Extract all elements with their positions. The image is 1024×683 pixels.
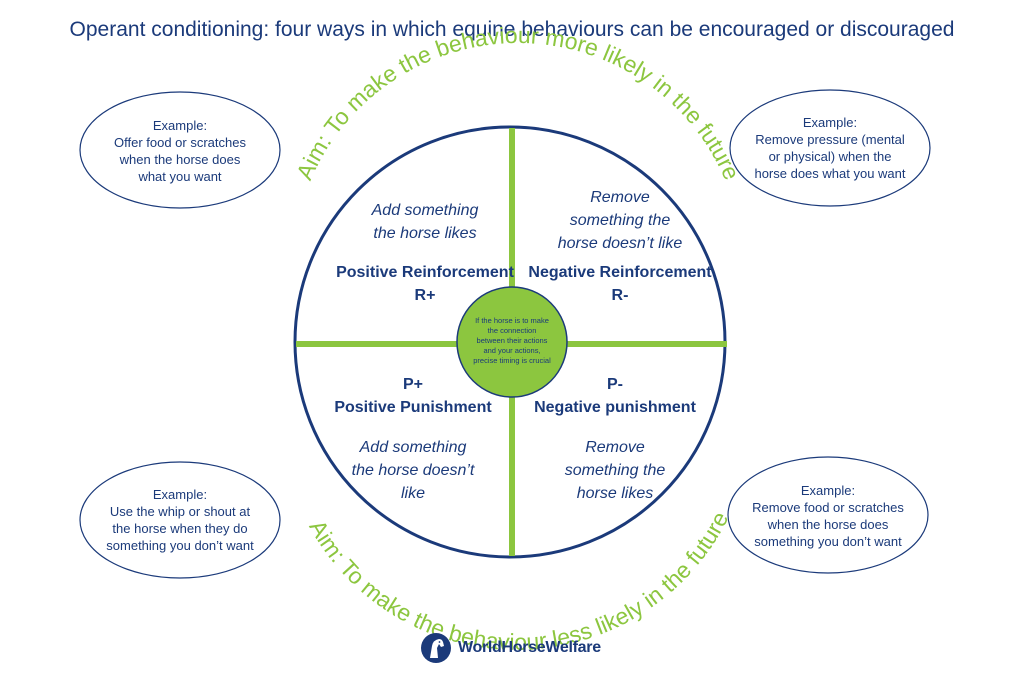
horse-head-icon (421, 633, 451, 663)
example-top-right: Example: Remove pressure (mental or phys… (754, 115, 906, 181)
center-circle (456, 286, 568, 398)
logo-text: WorldHorseWelfare (458, 639, 601, 656)
quadrant-top-left: Add something the horse likes Positive R… (336, 202, 514, 304)
example-bottom-right: Example: Remove food or scratches when t… (752, 483, 904, 549)
quadrant-top-right: Remove something the horse doesn’t like … (528, 189, 712, 304)
center-note: If the horse is to make the connection b… (473, 316, 551, 365)
example-bottom-left: Example: Use the whip or shout at the ho… (106, 487, 254, 553)
example-ellipse-top-left (79, 91, 281, 209)
example-ellipse-bottom-left (79, 461, 281, 579)
example-ellipse-bottom-right (727, 456, 929, 574)
quadrant-bottom-left: P+ Positive Punishment Add something the… (334, 376, 492, 502)
page-title: Operant conditioning: four ways in which… (69, 18, 955, 41)
example-top-left: Example: Offer food or scratches when th… (114, 118, 246, 184)
quadrant-bottom-right: P- Negative punishment Remove something … (534, 376, 696, 502)
world-horse-welfare-logo: WorldHorseWelfare (420, 628, 610, 668)
example-ellipse-top-right (729, 89, 931, 207)
